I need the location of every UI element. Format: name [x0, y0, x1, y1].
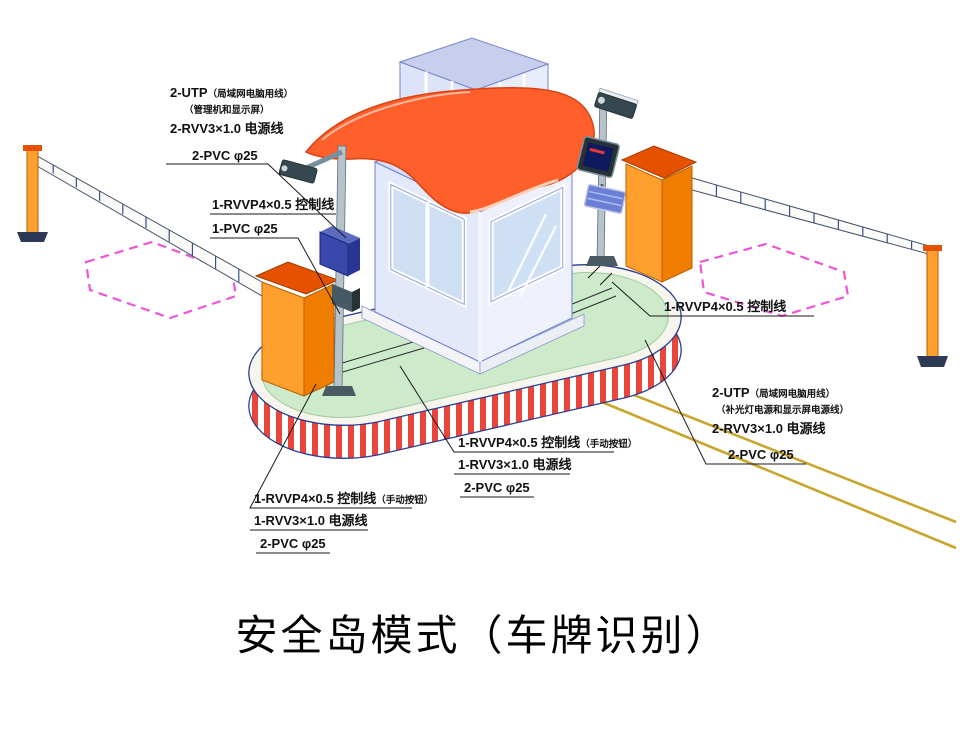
booth-roof-canopy: [304, 87, 595, 214]
canopy-highlight: [321, 91, 471, 141]
fill-light-panel: [583, 183, 627, 215]
window-glare: [506, 213, 558, 298]
booth-window-right: [488, 183, 566, 306]
label-right-pole-line2: （补光灯电源和显示屏电源线）: [716, 404, 849, 416]
barrier-cabinet-left: [254, 261, 340, 397]
label-right-barrier-line1: 1-RVVP4×0.5 控制线: [664, 299, 786, 314]
label-pole-control-line1: 1-RVVP4×0.5 控制线: [212, 197, 334, 212]
label-pole-main-line2: （管理机和显示屏）: [184, 104, 270, 116]
cable-labels: 2-UTP（局域网电脑用线） （管理机和显示屏） 2-RVV3×1.0 电源线 …: [170, 85, 849, 551]
label-button-left-line1: 1-RVVP4×0.5 控制线（手动按钮）: [254, 491, 433, 506]
island-conduit-lines: [331, 287, 617, 375]
camera-pole-main: [278, 145, 360, 396]
guard-booth: [304, 37, 595, 375]
label-pole-main-line3: 2-RVV3×1.0 电源线: [170, 121, 284, 136]
label-pole-control-line2: 1-PVC φ25: [212, 221, 278, 236]
canopy-underside: [469, 178, 559, 214]
booth-base-right: [479, 313, 585, 375]
pole-base: [322, 386, 356, 396]
barrier-arm-left-ticks: [52, 165, 240, 283]
diagram-title: 安全岛模式（车牌识别）: [235, 612, 730, 659]
leader-lines: [166, 163, 814, 554]
booth-window-left: [388, 180, 467, 309]
lpr-camera-unit: [594, 87, 639, 119]
label-pole-main-line1: 2-UTP（局域网电脑用线）: [170, 85, 293, 100]
label-button-left-line3: 2-PVC φ25: [260, 536, 326, 551]
barrier-cabinet-right: [620, 145, 698, 283]
junction-box: [332, 284, 360, 312]
parking-bay-marking-left: [84, 240, 238, 320]
label-right-pole-line3: 2-RVV3×1.0 电源线: [712, 421, 826, 436]
label-button-right-line2: 1-RVV3×1.0 电源线: [458, 457, 572, 472]
barrier-arm-support-right: [917, 245, 948, 367]
barrier-arm-support-left: [17, 145, 48, 242]
parking-bay-marking-right: [698, 242, 850, 318]
barrier-arm-right-ticks: [715, 185, 913, 250]
label-button-left-line2: 1-RVV3×1.0 电源线: [254, 513, 368, 528]
lpr-pole: [576, 87, 639, 266]
label-pole-main-line4: 2-PVC φ25: [192, 148, 258, 163]
barrier-gate-left: [17, 145, 340, 397]
lpr-display-screen: [576, 136, 620, 178]
pole-base: [586, 256, 618, 266]
camera-crossarm: [304, 149, 344, 171]
cctv-camera-unit: [278, 159, 318, 184]
label-right-pole-line1: 2-UTP（局域网电脑用线）: [712, 385, 835, 400]
barrier-gate-right: [620, 145, 948, 367]
label-right-pole-line4: 2-PVC φ25: [728, 447, 794, 462]
label-button-right-line1: 1-RVVP4×0.5 控制线（手动按钮）: [458, 435, 637, 450]
label-button-right-line3: 2-PVC φ25: [464, 480, 530, 495]
control-box: [319, 226, 360, 277]
